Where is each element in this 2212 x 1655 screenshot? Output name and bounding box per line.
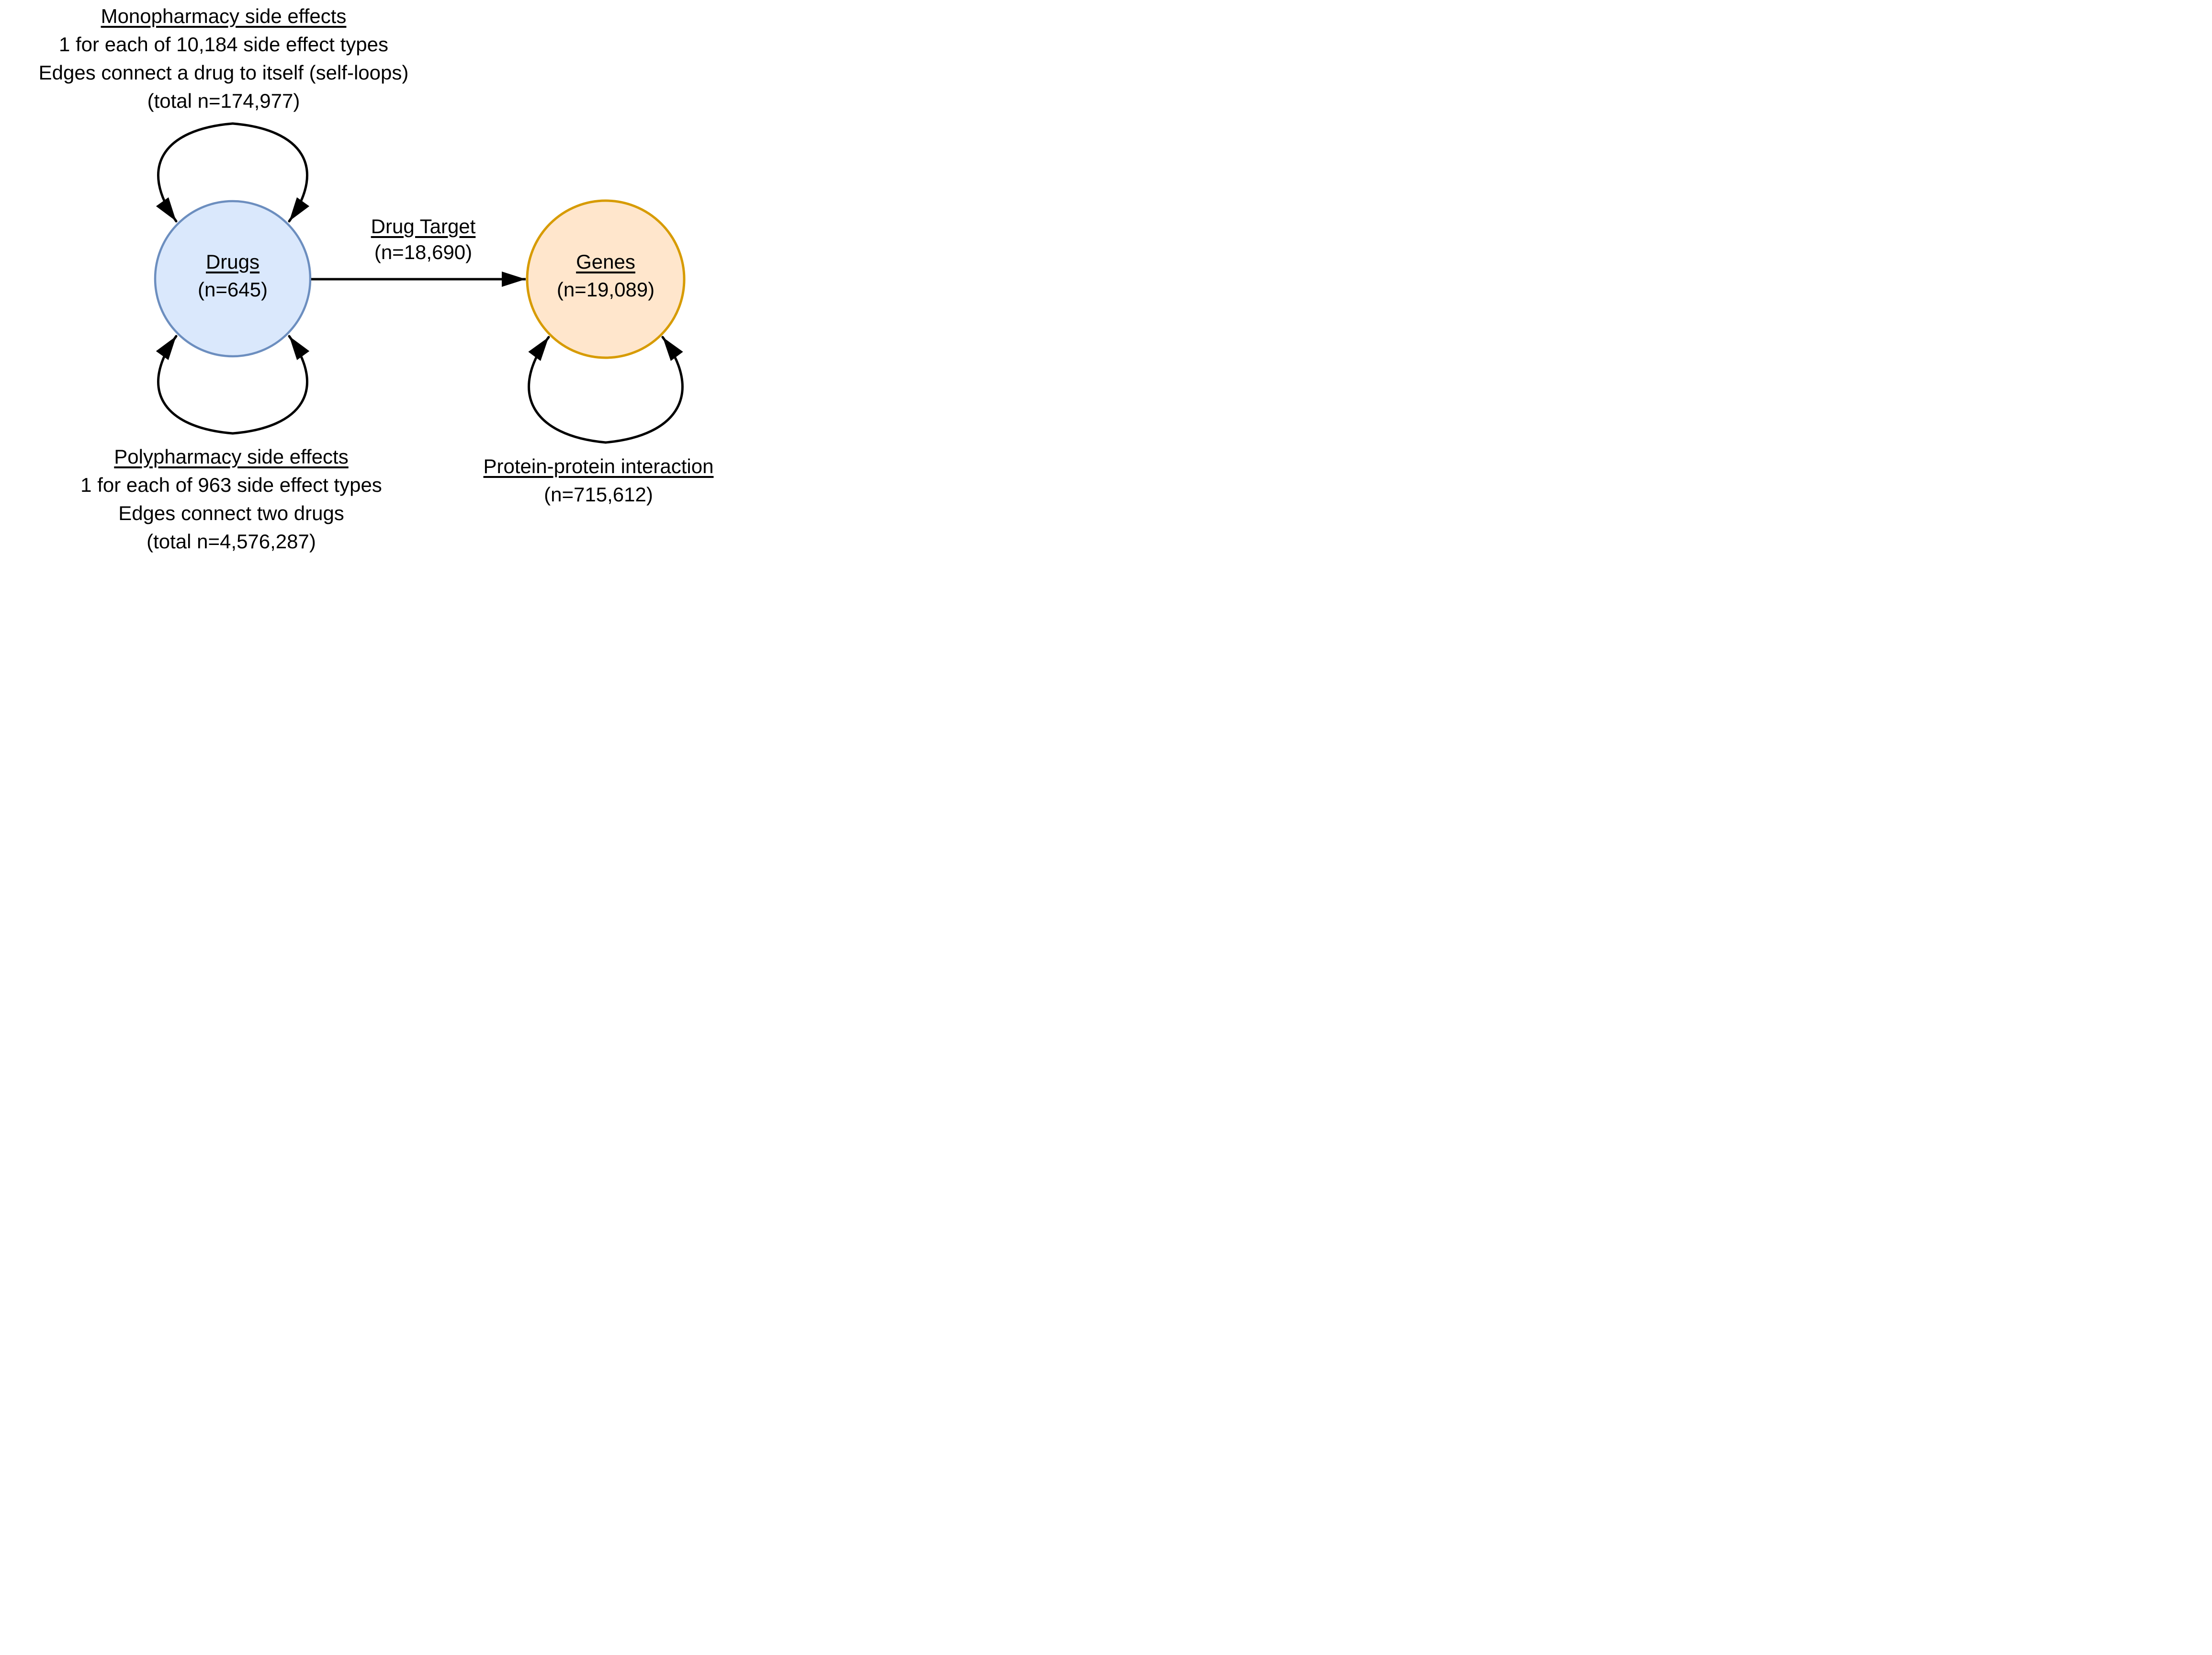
- genes-node-count: (n=19,089): [556, 278, 655, 301]
- ppi-self-loop-left-arc: [528, 336, 607, 444]
- drug-target-title: Drug Target: [371, 215, 476, 238]
- polypharmacy-self-loop-left-arc: [156, 335, 234, 435]
- monopharmacy-self-loop-left-arc: [156, 122, 234, 223]
- drugs-node-circle: [154, 200, 312, 358]
- monopharmacy-line-2: Edges connect a drug to itself (self-loo…: [38, 61, 409, 84]
- ppi-count: (n=715,612): [544, 483, 653, 506]
- polypharmacy-line-2: Edges connect two drugs: [118, 502, 344, 524]
- polypharmacy-self-loop-right-arc: [231, 335, 310, 435]
- monopharmacy-self-loop-right-arc: [231, 122, 310, 223]
- polypharmacy-line-3: (total n=4,576,287): [147, 530, 316, 553]
- genes-node-label: Genes (n=19,089): [510, 248, 701, 304]
- polypharmacy-line-1: 1 for each of 963 side effect types: [80, 474, 382, 496]
- genes-node-circle: [526, 199, 686, 359]
- drugs-node-label: Drugs (n=645): [137, 248, 328, 304]
- ppi-self-loop-right-arc: [604, 336, 684, 444]
- polypharmacy-annotation: Polypharmacy side effects 1 for each of …: [1, 442, 461, 555]
- graph-schema-svg: [154, 122, 686, 444]
- genes-node-title: Genes: [576, 250, 635, 273]
- drugs-node-count: (n=645): [198, 278, 268, 301]
- monopharmacy-title: Monopharmacy side effects: [101, 5, 347, 27]
- monopharmacy-line-3: (total n=174,977): [147, 90, 300, 112]
- monopharmacy-annotation: Monopharmacy side effects 1 for each of …: [0, 2, 447, 115]
- drug-target-edge-label: Drug Target (n=18,690): [351, 214, 495, 265]
- diagram-canvas: Monopharmacy side effects 1 for each of …: [0, 0, 737, 555]
- ppi-title: Protein-protein interaction: [483, 455, 714, 477]
- drug-target-count: (n=18,690): [374, 241, 473, 263]
- drugs-node-title: Drugs: [205, 250, 260, 273]
- ppi-annotation: Protein-protein interaction (n=715,612): [460, 452, 737, 509]
- polypharmacy-title: Polypharmacy side effects: [114, 445, 349, 468]
- monopharmacy-line-1: 1 for each of 10,184 side effect types: [58, 33, 389, 56]
